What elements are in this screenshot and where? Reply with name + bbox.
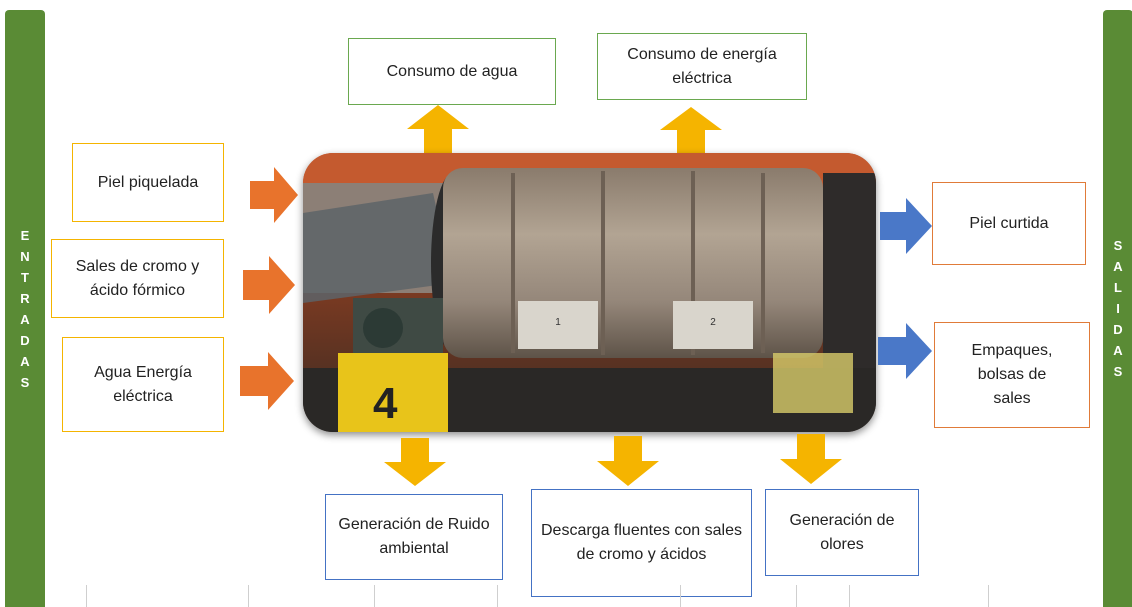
sidebar-letter: N [20,248,30,264]
drum-label: 1 [555,317,561,328]
ruido-box: Generación de Ruido ambiental [325,494,503,580]
input-sales-box: Sales de cromo y ácido fórmico [51,239,224,318]
grid-line [680,585,681,607]
right-arrow-icon [250,167,298,223]
box-label: Sales de cromo y ácido fórmico [75,257,200,299]
box-label: Piel curtida [969,214,1049,232]
sidebar-letter: D [20,332,30,348]
sidebar-letter: A [1113,343,1123,358]
down-arrow-icon [780,434,842,484]
output-piel-curtida-box: Piel curtida [932,182,1086,265]
grid-line [248,585,249,607]
drum-label: 2 [710,317,716,328]
grid-line [497,585,498,607]
sidebar-letter: D [1113,322,1123,337]
input-agua-box: Agua Energía eléctrica [62,337,224,432]
consumo-energia-box: Consumo de energía eléctrica [597,33,807,100]
grid-line [988,585,989,607]
sidebar-letter: L [1114,280,1122,295]
box-label: Consumo de energía eléctrica [627,45,777,87]
drum-machine-image: 1 2 4 [303,153,876,432]
right-arrow-icon [240,352,294,410]
consumo-agua-box: Consumo de agua [348,38,556,105]
box-label: Agua Energía eléctrica [94,363,192,405]
sidebar-letter: I [1116,301,1120,316]
sidebar-letter: A [1113,259,1123,274]
box-label: Empaques, bolsas de sales [971,342,1053,407]
right-arrow-icon [880,198,932,254]
down-arrow-icon [384,438,446,486]
olores-box: Generación de olores [765,489,919,576]
sidebar-letter: E [20,227,30,243]
sidebar-letter: S [1113,364,1123,379]
input-piel-box: Piel piquelada [72,143,224,222]
sidebar-letter: T [21,269,29,285]
right-arrow-icon [243,256,295,314]
box-label: Descarga fluentes con sales de cromo y á… [541,522,742,563]
entradas-sidebar: E N T R A D A S [5,10,45,607]
grid-line [374,585,375,607]
box-label: Generación de Ruido ambiental [338,516,490,557]
down-arrow-icon [597,436,659,486]
output-empaques-box: Empaques, bolsas de sales [934,322,1090,428]
right-arrow-icon [878,323,932,379]
descarga-box: Descarga fluentes con sales de cromo y á… [531,489,752,597]
base-number: 4 [373,379,398,428]
salidas-sidebar: S A L I D A S [1103,10,1132,607]
box-label: Piel piquelada [97,173,199,191]
sidebar-letter: S [20,374,30,390]
up-arrow-icon [660,107,722,155]
grid-line [86,585,87,607]
sidebar-letter: A [20,311,30,327]
box-label: Generación de olores [789,511,895,553]
sidebar-letter: S [1113,238,1123,253]
grid-line [849,585,850,607]
sidebar-letter: A [20,353,30,369]
box-label: Consumo de agua [386,62,518,80]
up-arrow-icon [407,105,469,155]
sidebar-letter: R [20,290,30,306]
grid-line [796,585,797,607]
